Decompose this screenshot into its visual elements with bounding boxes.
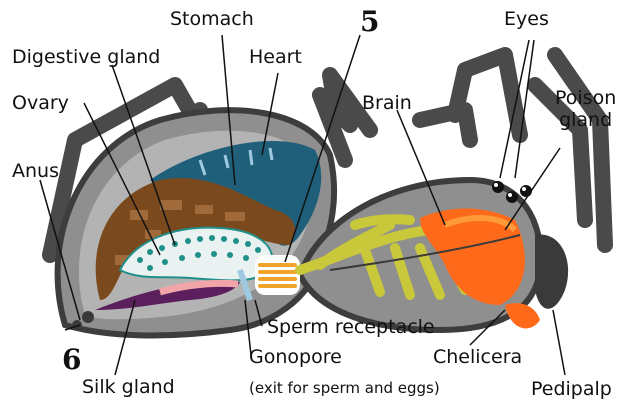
label-stomach: Stomach	[170, 10, 254, 29]
sperm-receptacle-shape	[255, 255, 300, 295]
label-heart: Heart	[249, 48, 302, 67]
pedipalp-shape	[535, 234, 568, 308]
label-sperm-receptacle: Sperm receptacle	[267, 318, 435, 337]
label-marker-6: 6	[62, 346, 81, 374]
chelicera-shape	[505, 303, 540, 328]
label-eyes: Eyes	[504, 10, 549, 29]
label-anus: Anus	[12, 162, 59, 181]
label-ovary: Ovary	[12, 94, 69, 113]
label-gonopore: Gonopore	[249, 348, 342, 367]
label-poison-gland: Poison gland	[555, 88, 616, 132]
label-digestive-gland: Digestive gland	[12, 48, 160, 67]
label-chelicera: Chelicera	[433, 348, 522, 367]
label-gonopore-note: (exit for sperm and eggs)	[249, 381, 440, 396]
label-pedipalp: Pedipalp	[531, 380, 612, 399]
label-brain: Brain	[362, 94, 412, 113]
label-silk-gland: Silk gland	[82, 378, 175, 397]
label-marker-5: 5	[360, 8, 379, 36]
